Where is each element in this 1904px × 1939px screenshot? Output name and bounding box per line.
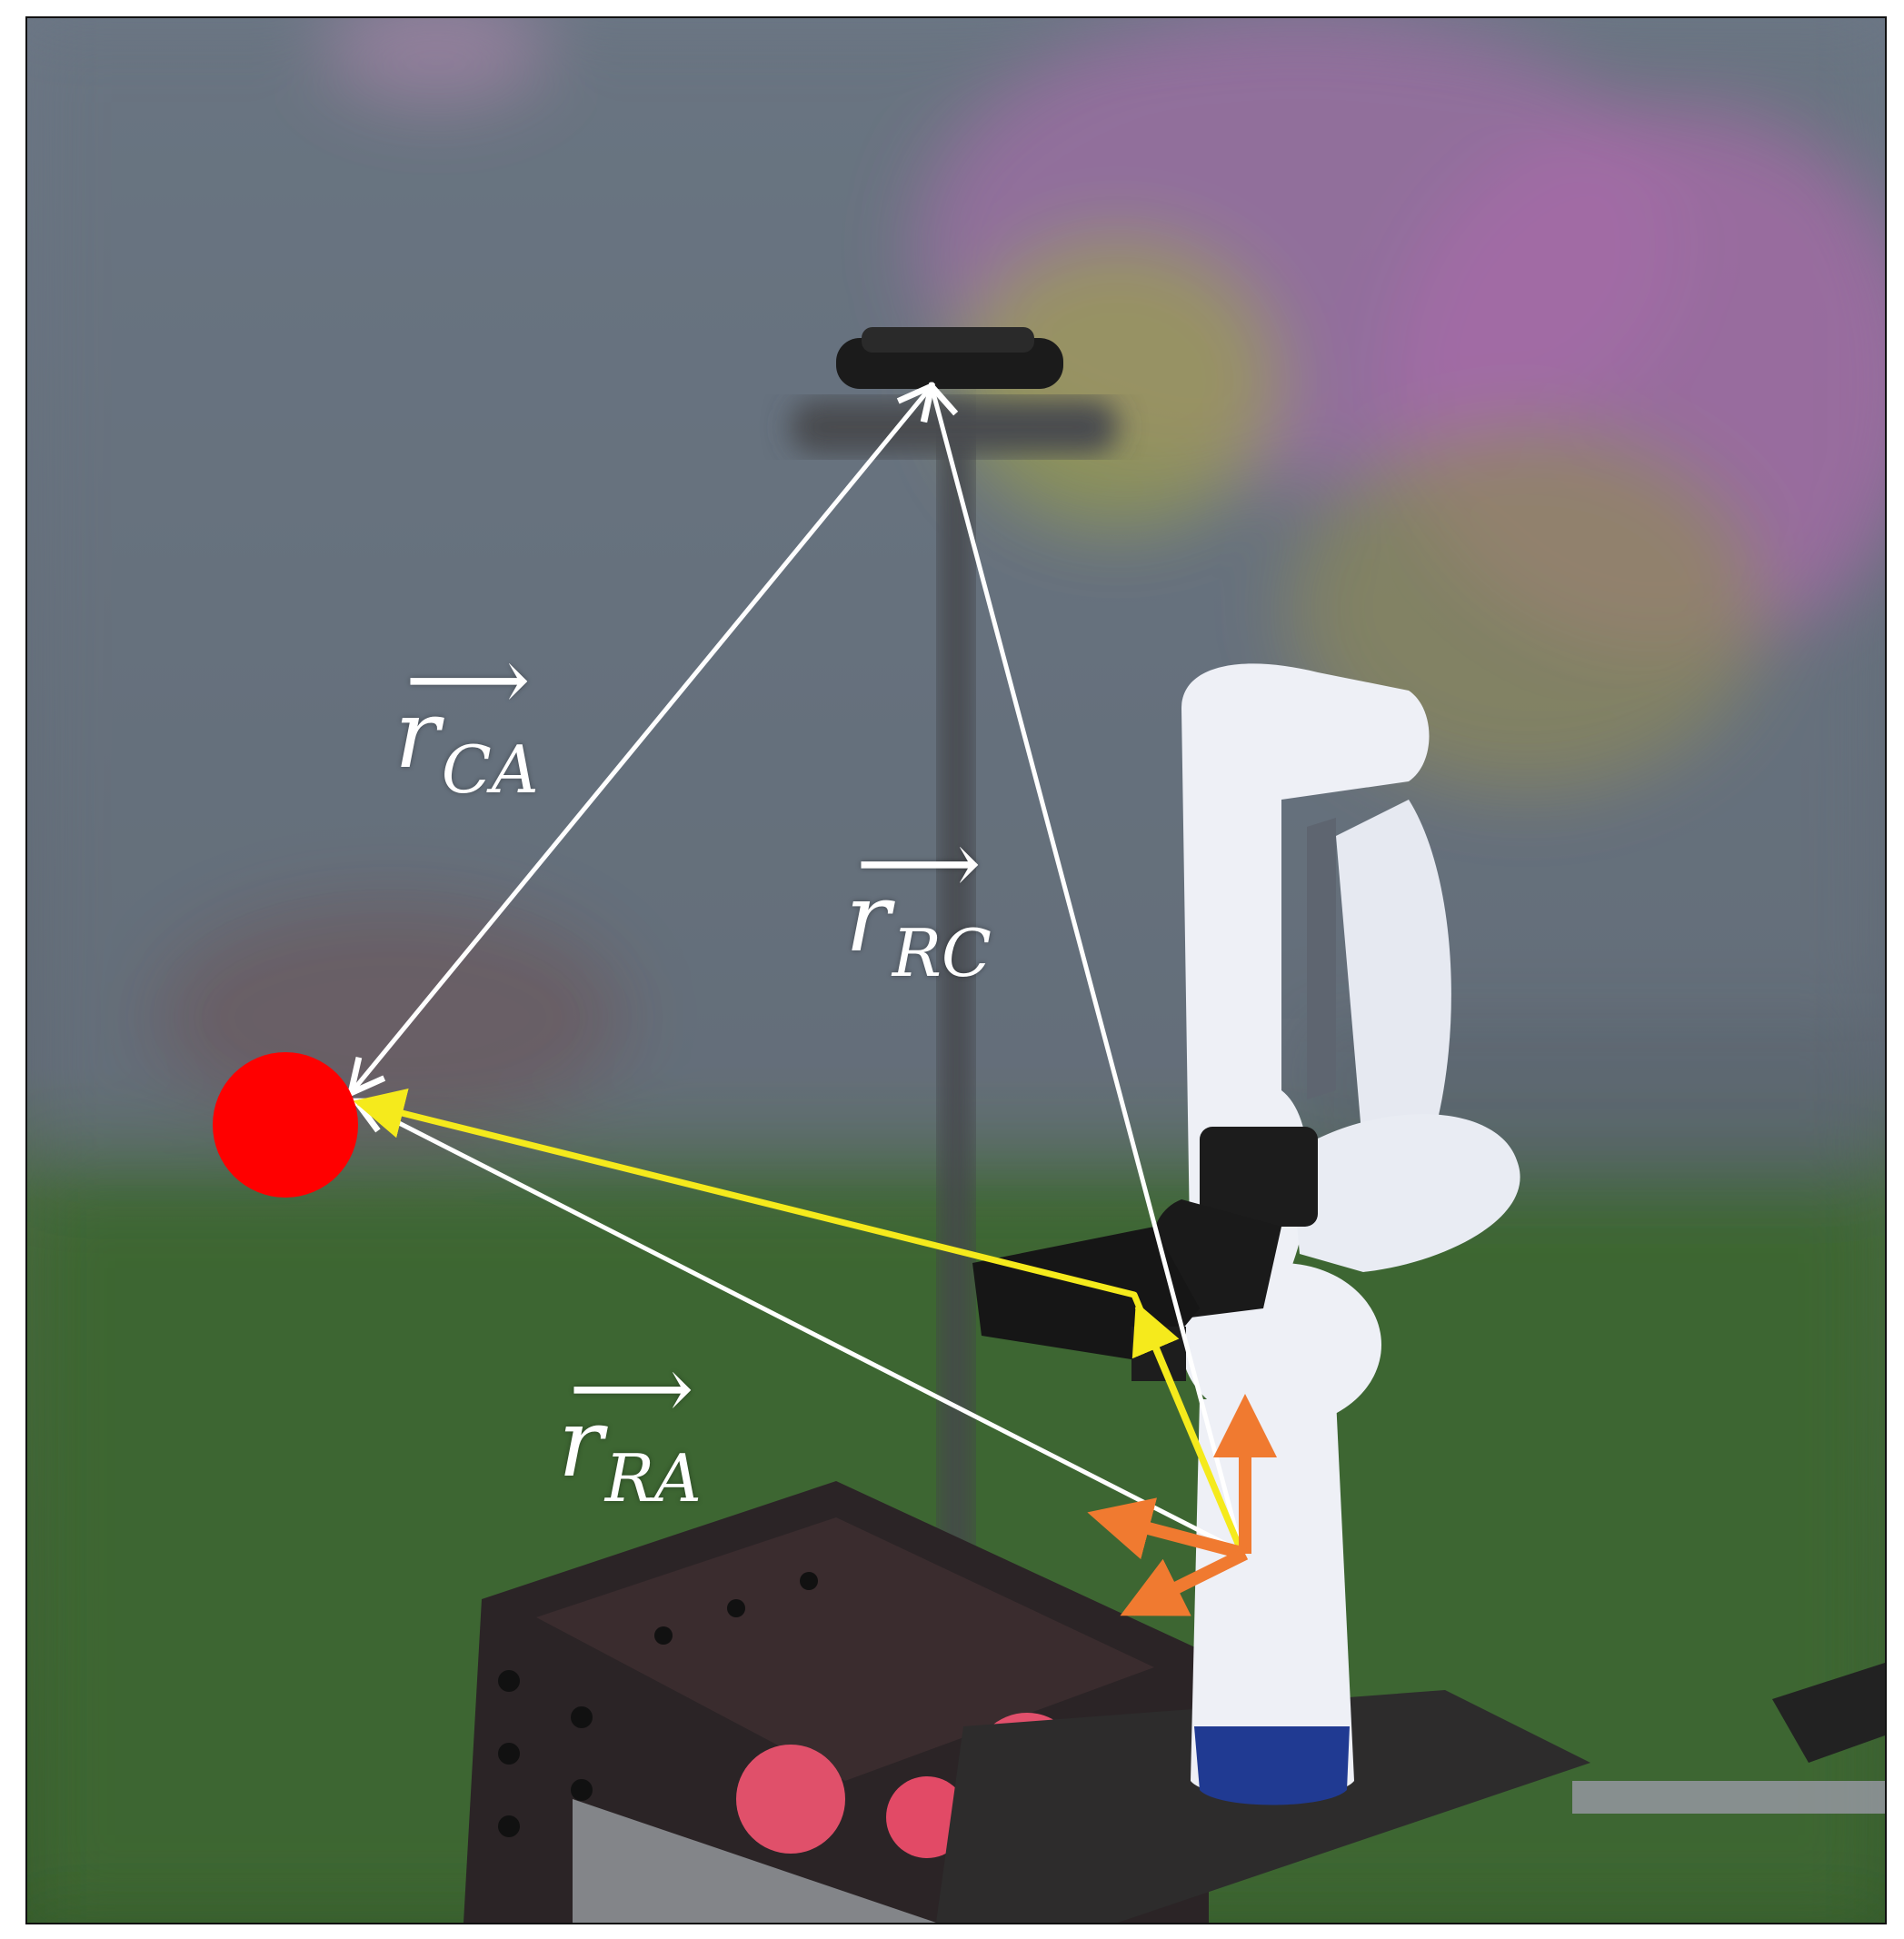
vector-arrow-glyph: ⟶ [856, 812, 982, 914]
label-r-ca-sub: CA [441, 731, 539, 808]
robot-arm-icon [972, 663, 1520, 1805]
vector-r-rc [932, 386, 1244, 1553]
scene-svg [27, 18, 1885, 1923]
vector-r-ca [351, 386, 932, 1093]
label-r-rc-base: r [845, 862, 891, 973]
label-r-ca-base: r [394, 679, 440, 790]
label-r-rc-sub: RC [892, 915, 992, 991]
photo-scene: ⟶ rCA ⟶ rRC ⟶ rRA [25, 16, 1887, 1924]
label-r-ra-sub: RA [604, 1440, 702, 1516]
vector-arrow-glyph: ⟶ [569, 1337, 694, 1439]
robot-platform [936, 1663, 1885, 1923]
vector-r-ra [356, 1101, 1243, 1555]
target-ball-icon [213, 1052, 358, 1198]
label-r-ra: ⟶ rRA [558, 1345, 702, 1511]
base-frame-axes-icon [1087, 1394, 1277, 1616]
label-r-ca: ⟶ rCA [394, 636, 539, 802]
label-r-ra-base: r [558, 1387, 603, 1498]
label-r-rc: ⟶ rRC [845, 820, 992, 986]
overhead-camera-icon [836, 327, 1063, 389]
vector-arrow-glyph: ⟶ [405, 629, 531, 731]
end-effector-path [353, 1088, 1245, 1554]
